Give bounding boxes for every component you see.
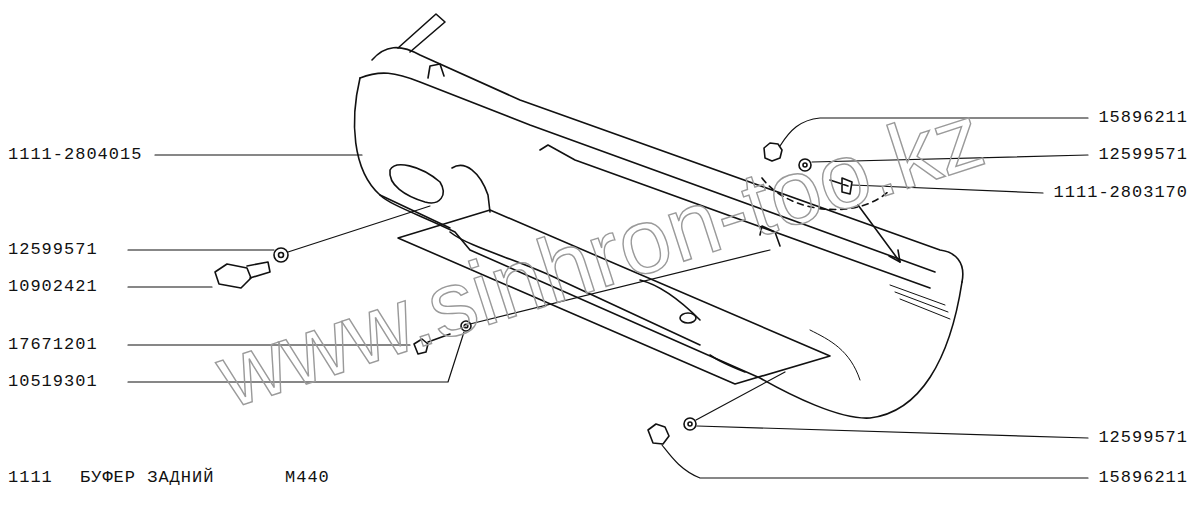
model-code: М440 — [285, 469, 330, 487]
part-number: 12599571 — [1098, 429, 1188, 447]
part-number: 15896211 — [1098, 469, 1188, 487]
section-title: БУФЕР ЗАДНИЙ — [80, 469, 214, 487]
part-number: 12599571 — [8, 241, 98, 259]
section-number: 1111 — [8, 469, 53, 487]
watermark: www.sinhron-too.kz — [205, 84, 995, 426]
part-number: 10519301 — [8, 373, 98, 391]
part-number: 1111-2803170 — [1054, 184, 1188, 202]
part-number: 10902421 — [8, 278, 98, 296]
part-number: 12599571 — [1098, 146, 1188, 164]
part-number: 15896211 — [1098, 109, 1188, 127]
part-number: 17671201 — [8, 336, 98, 354]
part-number: 1111-2804015 — [8, 146, 142, 164]
